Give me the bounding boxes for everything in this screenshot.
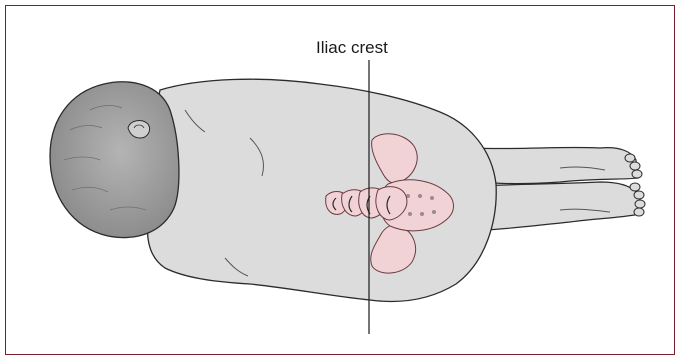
iliac-crest-label: Iliac crest (316, 38, 388, 58)
head (50, 82, 179, 238)
